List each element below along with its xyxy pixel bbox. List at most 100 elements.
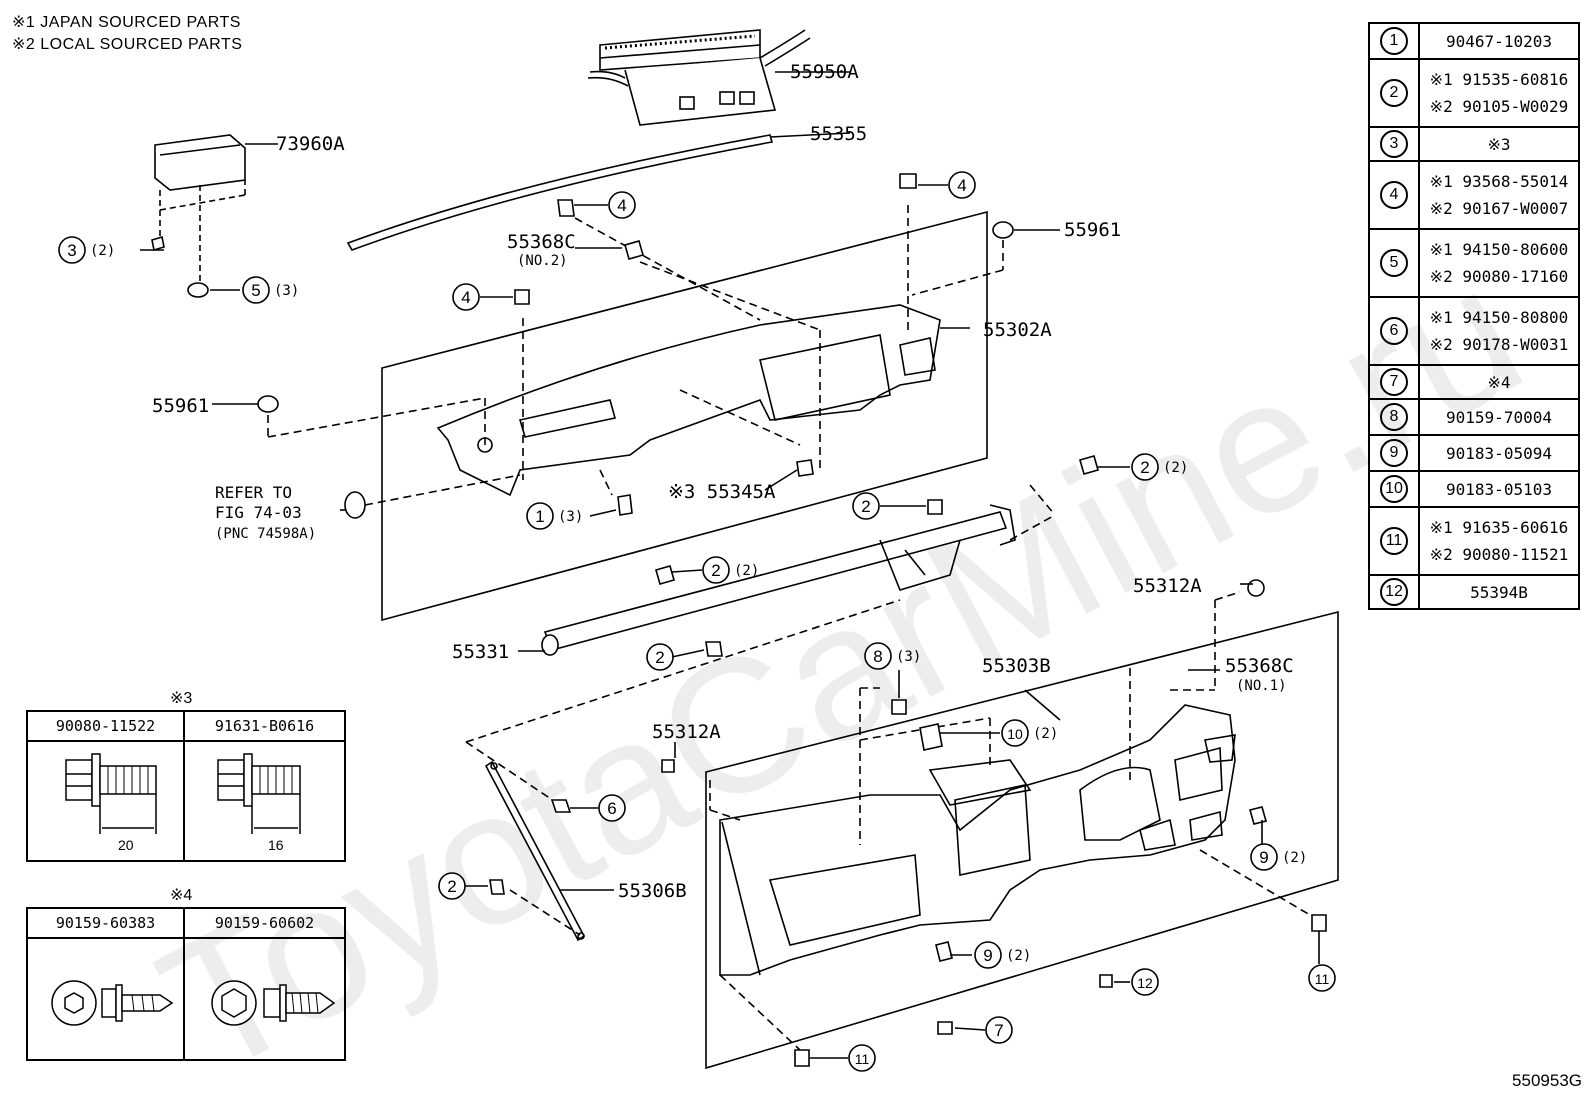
parts-table-partno: 90183-05103 (1418, 470, 1580, 508)
parts-table-partno: ※1 93568-55014※2 90167-W0007 (1418, 160, 1580, 230)
callout-number: 4 (461, 288, 470, 307)
reinforcement-55331 (465, 484, 1056, 743)
parts-table-row: 3※3 (1368, 126, 1580, 162)
callout-number: 10 (1007, 726, 1023, 742)
lower-panel-outline (705, 610, 1339, 1070)
ref-number-circle: 4 (1380, 181, 1408, 209)
parts-table-row: 2※1 91535-60816※2 90105-W0029 (1368, 58, 1580, 128)
callout-number: 3 (67, 241, 76, 260)
callout-quantity: (2) (1006, 948, 1031, 964)
parts-table-ref: 3 (1368, 126, 1420, 162)
note3-box: 90080-11522 91631-B0616 (26, 710, 346, 862)
bolt-4a (557, 199, 575, 217)
ref-number-circle: 10 (1380, 475, 1408, 503)
note3-mark: ※3 (170, 690, 193, 707)
callout-number: 11 (855, 1051, 870, 1067)
callout-c3: 3 (2) (58, 236, 115, 264)
bracket-55368C2 (624, 240, 644, 260)
part-number: ※1 94150-80800 (1429, 308, 1569, 327)
parts-table-ref: 6 (1368, 296, 1420, 366)
parts-table-ref: 9 (1368, 434, 1420, 472)
part-number: ※2 90167-W0007 (1429, 199, 1569, 218)
callout-number: 8 (873, 647, 882, 666)
part-number: 55394B (1470, 582, 1528, 602)
part-number: ※4 (1487, 372, 1511, 392)
note-japan-sourced: ※1 JAPAN SOURCED PARTS (12, 14, 241, 31)
callout-quantity: (2) (734, 563, 759, 579)
parts-table-row: 7 ※4 (1368, 364, 1580, 400)
strip-55355 (346, 132, 851, 251)
label-55368C-no2: 55368C (507, 231, 576, 253)
ref-number-circle: 7 (1380, 368, 1408, 396)
callout-circle (598, 794, 626, 822)
callout-number: 4 (957, 176, 966, 195)
parts-table-ref: 10 (1368, 470, 1420, 508)
label-55331: 55331 (452, 641, 509, 663)
callout-number: 4 (617, 196, 626, 215)
callout-circle (1250, 843, 1278, 871)
callout-quantity: (2) (1033, 726, 1058, 742)
note3-col1: 90080-11522 (28, 712, 183, 742)
callout-circle (58, 236, 86, 264)
parts-table-ref: 11 (1368, 506, 1420, 576)
parts-table-partno: ※1 91535-60816※2 90105-W0029 (1418, 58, 1580, 128)
parts-table-partno: ※1 94150-80800※2 90178-W0031 (1418, 296, 1580, 366)
clip-55312A-a (661, 759, 675, 773)
callout-c4c: 4 (452, 283, 480, 311)
label-55950A: 55950A (790, 61, 859, 83)
note-local-sourced: ※2 LOCAL SOURCED PARTS (12, 36, 243, 53)
label-73960A: 73960A (276, 133, 345, 155)
part-number: ※1 94150-80600 (1429, 240, 1569, 259)
label-55345A: ※3 55345A (668, 481, 776, 503)
callout-c11a: 11 (1308, 964, 1336, 992)
nut-9b (935, 941, 953, 962)
upper-dashboard-55302A (436, 304, 970, 497)
ref-number-circle: 11 (1380, 527, 1408, 555)
bolt-2d (705, 641, 723, 657)
clip-55312A-b (1247, 579, 1265, 597)
ref-number-circle: 3 (1380, 130, 1408, 158)
label-55961a: 55961 (1064, 219, 1121, 241)
callout-number: 9 (983, 946, 992, 965)
callout-circle (985, 1016, 1013, 1044)
upper-panel-outline (381, 210, 988, 622)
parts-table-ref: 12 (1368, 574, 1420, 610)
note4-box: 90159-60383 90159-60602 (26, 907, 346, 1061)
part-number: ※2 90105-W0029 (1429, 97, 1569, 116)
ref-number-circle: 1 (1380, 27, 1408, 55)
callout-quantity: (2) (1163, 460, 1188, 476)
parts-table-row: 4 ※1 93568-55014※2 90167-W0007 (1368, 160, 1580, 230)
bolt-11b (794, 1049, 810, 1067)
callout-circle (864, 642, 892, 670)
callout-c7: 7 (985, 1016, 1013, 1044)
parts-table-partno: ※1 91635-60616※2 90080-11521 (1418, 506, 1580, 576)
parts-table-row: 11 ※1 91635-60616※2 90080-11521 (1368, 506, 1580, 576)
callout-c2c: 2(2) (702, 556, 759, 584)
screw-7 (937, 1021, 953, 1035)
callout-c11b: 11 (848, 1044, 876, 1072)
parts-table-row: 10 90183-05103 (1368, 470, 1580, 508)
callout-c2b: 2 (852, 492, 880, 520)
bolt-4c (514, 289, 530, 305)
callout-c2e: 2 (438, 872, 466, 900)
callout-c1: 1(3) (526, 502, 583, 530)
bolt-2a (1079, 455, 1099, 475)
label-55306B: 55306B (618, 880, 687, 902)
note3-col2: 91631-B0616 (185, 712, 344, 742)
brace-55306B (465, 741, 614, 942)
ref-number-circle: 6 (1380, 317, 1408, 345)
parts-table-partno: 90159-70004 (1418, 398, 1580, 436)
parts-table-partno: 90183-05094 (1418, 434, 1580, 472)
callout-circle (852, 492, 880, 520)
callout-quantity: (2) (90, 243, 115, 259)
callout-number: 1 (535, 507, 544, 526)
part-number: ※1 91635-60616 (1429, 518, 1569, 537)
part-number: 90183-05103 (1446, 479, 1552, 499)
note4-screws (51, 980, 336, 1026)
callout-quantity: (2) (1282, 850, 1307, 866)
label-55312A-b: 55312A (1133, 575, 1202, 597)
label-55961b: 55961 (152, 395, 209, 417)
